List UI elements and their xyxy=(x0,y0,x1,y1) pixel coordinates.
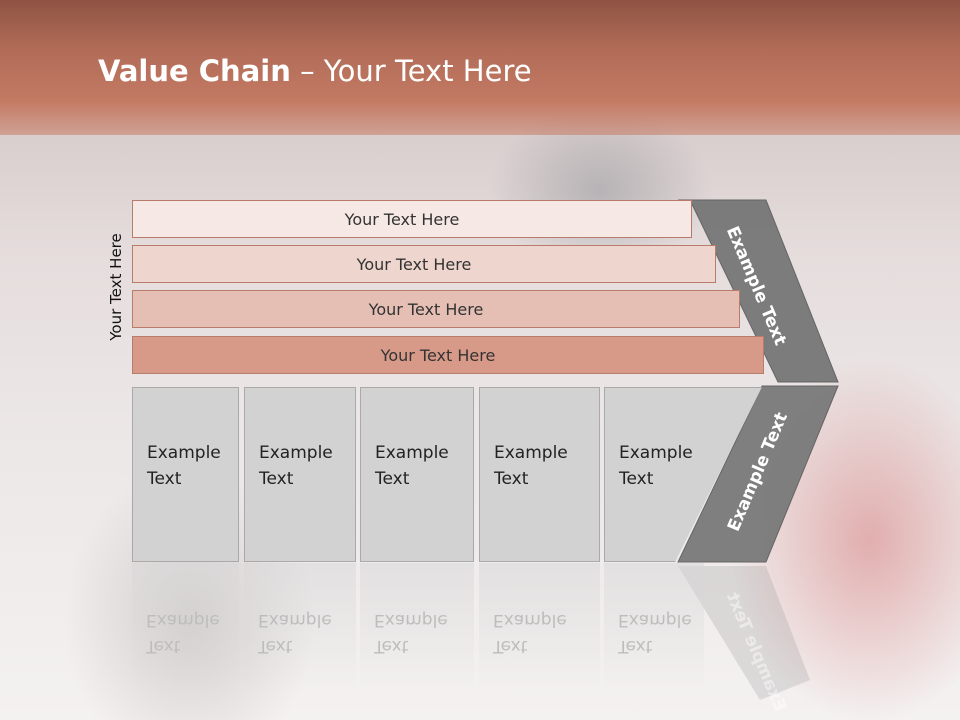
chevron-reflection xyxy=(678,566,810,700)
row-4: Your Text Here xyxy=(132,336,764,374)
row-3: Your Text Here xyxy=(132,290,740,328)
slide-title: Value Chain – Your Text Here xyxy=(98,54,532,88)
row-1: Your Text Here xyxy=(132,200,692,238)
lower-chevron xyxy=(677,385,839,563)
title-banner xyxy=(0,0,960,135)
row-2: Your Text Here xyxy=(132,245,716,283)
